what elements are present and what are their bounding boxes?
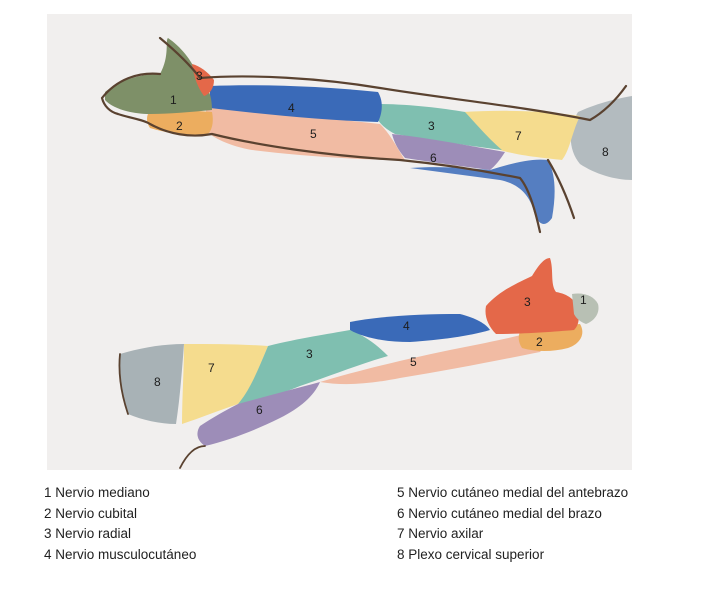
zone-label: 3	[428, 119, 435, 133]
zone-label: 1	[580, 293, 587, 307]
zone-label: 8	[602, 145, 609, 159]
nerve-map-figure: 1 2 3 4 5 3 6 7 8 1 2 3 4 3 5 6 7 8	[0, 0, 709, 470]
zone-label: 6	[430, 151, 437, 165]
zone-label: 6	[256, 403, 263, 417]
zone-label: 7	[208, 361, 215, 375]
zone-label: 4	[403, 319, 410, 333]
legend-right-column: 5 Nervio cutáneo medial del antebrazo 6 …	[397, 483, 628, 565]
zone-label: 3	[306, 347, 313, 361]
legend-item: 6 Nervio cutáneo medial del brazo	[397, 504, 628, 525]
legend-left-column: 1 Nervio mediano 2 Nervio cubital 3 Nerv…	[44, 483, 196, 565]
legend-item: 2 Nervio cubital	[44, 504, 196, 525]
zone-label: 7	[515, 129, 522, 143]
legend-item: 7 Nervio axilar	[397, 524, 628, 545]
zone-label: 5	[310, 127, 317, 141]
zone-label: 5	[410, 355, 417, 369]
zone-label: 2	[536, 335, 543, 349]
legend-item: 8 Plexo cervical superior	[397, 545, 628, 566]
zone-label: 3	[524, 295, 531, 309]
zone-label: 3	[196, 69, 203, 83]
zone-label: 8	[154, 375, 161, 389]
legend-item: 4 Nervio musculocutáneo	[44, 545, 196, 566]
zone-label: 1	[170, 93, 177, 107]
zone-label: 4	[288, 101, 295, 115]
legend-item: 5 Nervio cutáneo medial del antebrazo	[397, 483, 628, 504]
zone-label: 2	[176, 119, 183, 133]
legend-item: 1 Nervio mediano	[44, 483, 196, 504]
legend-item: 3 Nervio radial	[44, 524, 196, 545]
bottom-zone-8	[119, 344, 184, 424]
